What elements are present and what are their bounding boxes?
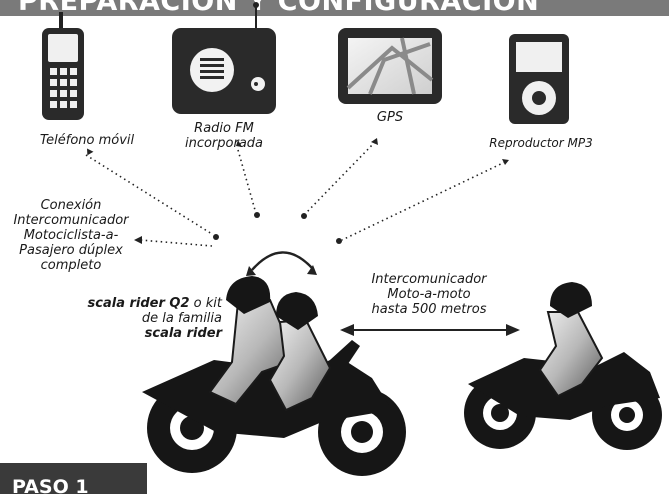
mp3-player-icon: [509, 34, 569, 124]
intercom-rider-passenger-label: Conexión Intercomunicador Motociclista-a…: [4, 198, 138, 273]
device-label-radio-line2: incorporada: [184, 136, 264, 151]
device-label-gps: GPS: [376, 110, 404, 125]
bike-to-bike-label: Intercomunicador Moto-a-moto hasta 500 m…: [354, 272, 504, 317]
intercom-line: Motociclista-a-: [23, 228, 119, 243]
bike-to-bike-line: Intercomunicador: [371, 272, 487, 287]
step-label: PASO 1: [12, 476, 89, 498]
intercom-line: completo: [40, 258, 102, 273]
intercom-line: Conexión: [40, 198, 102, 213]
bike-to-bike-line: hasta 500 metros: [371, 302, 487, 317]
radio-icon: [172, 2, 276, 114]
kit-label-line1: scala rider Q2 o kit: [48, 296, 222, 311]
page-title: PREPARACIÓN Y CONFIGURACIÓN: [18, 0, 540, 16]
rider-link-arrow: [246, 251, 317, 276]
motorcycle-with-two-riders: [142, 276, 406, 476]
motorcycle-single-rider: [464, 282, 662, 450]
device-label-mobile-phone: Teléfono móvil: [39, 133, 135, 148]
header-bar: PREPARACIÓN Y CONFIGURACIÓN: [0, 0, 669, 16]
gps-icon: [338, 28, 442, 104]
kit-name-bold: scala rider Q2: [87, 296, 190, 311]
device-label-radio-line1: Radio FM: [194, 121, 254, 136]
connection-lines: [85, 141, 506, 247]
bike-to-bike-line: Moto-a-moto: [387, 287, 471, 302]
bike-to-bike-arrow: [340, 324, 520, 336]
mobile-phone-icon: [42, 12, 84, 120]
device-label-radio: Radio FM incorporada: [172, 121, 276, 151]
kit-label-line2: de la familia: [141, 311, 222, 326]
intercom-line: Pasajero dúplex: [19, 243, 123, 258]
kit-line1-rest: o kit: [189, 296, 222, 311]
intercom-line: Intercomunicador: [13, 213, 129, 228]
step-tab: PASO 1: [0, 463, 147, 498]
device-label-mp3-player: Reproductor MP3: [489, 136, 593, 150]
kit-label: scala rider Q2 o kit de la familia scala…: [48, 296, 222, 341]
kit-label-line3: scala rider: [48, 326, 222, 341]
kit-family-bold: scala rider: [144, 326, 222, 341]
